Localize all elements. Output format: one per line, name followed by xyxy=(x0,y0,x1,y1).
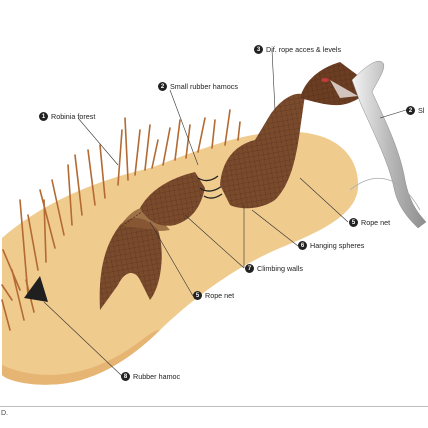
label-text: Rope net xyxy=(361,218,391,227)
label-text: Climbing walls xyxy=(257,264,303,273)
label-small-rubber-hamocs: 2 Small rubber hamocs xyxy=(158,82,238,91)
label-text: Robinia forest xyxy=(51,112,96,121)
label-slide: 2 Sl xyxy=(406,106,424,115)
label-text: Rope net xyxy=(205,291,235,300)
label-climbing-walls: 7 Climbing walls xyxy=(245,264,303,273)
label-number: 2 xyxy=(406,106,415,115)
label-number: 7 xyxy=(245,264,254,273)
sand-ground xyxy=(2,131,359,385)
label-rope-net-front: 5 Rope net xyxy=(193,291,234,300)
label-rope-access-levels: 3 Dif. rope acces & levels xyxy=(254,45,341,54)
label-number: 8 xyxy=(121,372,130,381)
small-hamocs xyxy=(197,175,223,199)
label-number: 5 xyxy=(349,218,358,227)
label-number: 3 xyxy=(254,45,263,54)
rope-tunnel xyxy=(120,207,170,231)
label-text: Rubber hamoc xyxy=(133,372,181,381)
label-robinia-forest: 1 Robinia forest xyxy=(39,112,95,121)
label-hanging-spheres: 6 Hanging spheres xyxy=(298,241,364,250)
footer-text: D. xyxy=(1,410,8,417)
leader-lines xyxy=(43,49,407,377)
label-number: 1 xyxy=(39,112,48,121)
sand-shadow xyxy=(2,330,160,385)
rubber-hamoc xyxy=(24,276,48,302)
label-text: Sl xyxy=(418,106,425,115)
label-text: Hanging spheres xyxy=(310,241,365,250)
label-rubber-hamoc: 8 Rubber hamoc xyxy=(121,372,180,381)
label-number: 6 xyxy=(298,241,307,250)
label-text: Dif. rope acces & levels xyxy=(266,45,342,54)
footer-divider xyxy=(0,406,428,407)
label-rope-net-back: 5 Rope net xyxy=(349,218,390,227)
label-number: 2 xyxy=(158,82,167,91)
slide xyxy=(351,60,427,229)
label-text: Small rubber hamocs xyxy=(170,82,238,91)
robinia-poles xyxy=(1,109,241,331)
label-number: 5 xyxy=(193,291,202,300)
dragon-mouth xyxy=(330,80,358,98)
